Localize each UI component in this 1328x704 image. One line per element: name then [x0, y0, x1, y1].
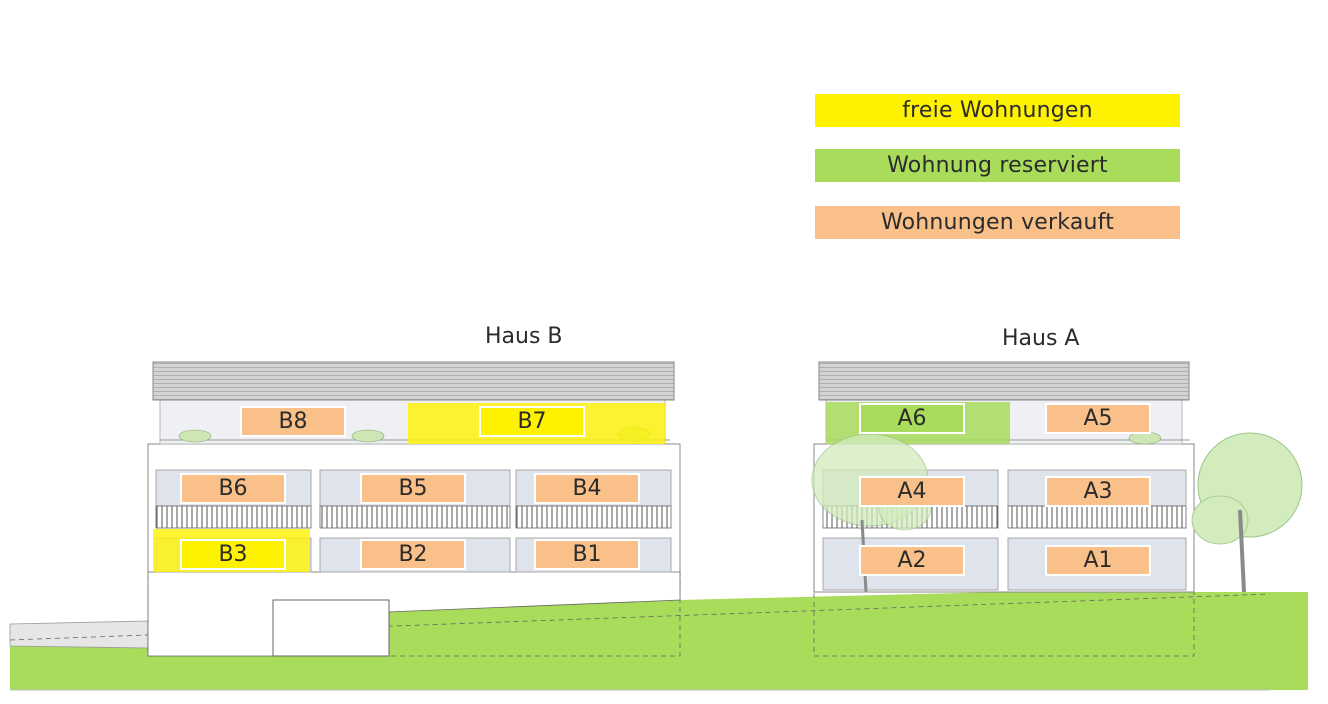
unit-b6[interactable]: B6	[180, 473, 286, 504]
unit-b7[interactable]: B7	[479, 406, 585, 437]
roof	[152, 361, 675, 401]
unit-b5[interactable]: B5	[360, 473, 466, 504]
legend-reserved-apartment: Wohnung reserviert	[815, 149, 1180, 182]
balcony-railing	[319, 505, 511, 529]
unit-b1[interactable]: B1	[534, 539, 640, 570]
balcony-railing	[515, 505, 672, 529]
unit-a5[interactable]: A5	[1045, 403, 1151, 434]
unit-a1[interactable]: A1	[1045, 545, 1151, 576]
balcony-railing	[155, 505, 312, 529]
shrub	[178, 429, 212, 443]
legend-free-apartments: freie Wohnungen	[815, 94, 1180, 127]
haus-b-label: Haus B	[485, 324, 563, 349]
unit-a2[interactable]: A2	[859, 545, 965, 576]
balcony-railing	[1007, 505, 1187, 529]
unit-b4[interactable]: B4	[534, 473, 640, 504]
shrub	[351, 429, 385, 443]
unit-b2[interactable]: B2	[360, 539, 466, 570]
unit-a6[interactable]: A6	[859, 403, 965, 434]
lawn	[10, 592, 1308, 690]
driveway	[9, 620, 149, 649]
roof	[818, 361, 1190, 401]
legend-sold-apartments: Wohnungen verkauft	[815, 206, 1180, 239]
unit-b3[interactable]: B3	[180, 539, 286, 570]
garage-door	[272, 599, 390, 657]
haus-a-label: Haus A	[1002, 326, 1080, 351]
tree-right-icon	[1191, 432, 1303, 593]
unit-a4[interactable]: A4	[859, 476, 965, 507]
unit-b8[interactable]: B8	[240, 406, 346, 437]
unit-a3[interactable]: A3	[1045, 476, 1151, 507]
